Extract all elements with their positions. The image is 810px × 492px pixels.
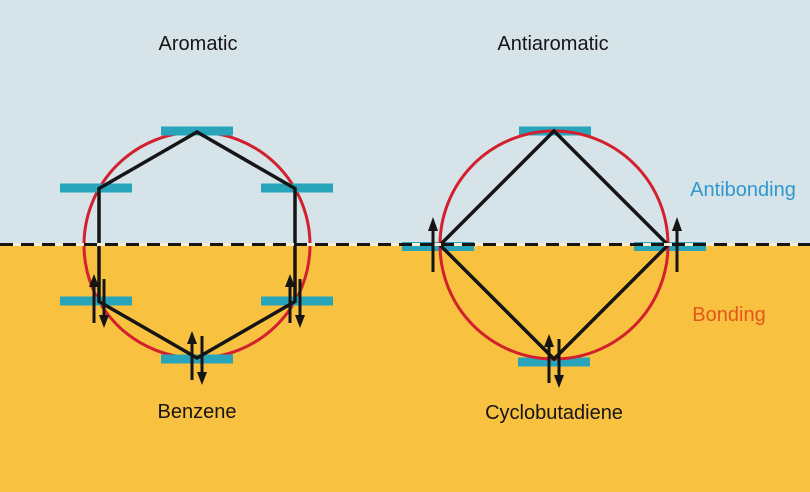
- benzene-level-lower-right: [261, 296, 333, 306]
- single-electron-cyclobutadiene-right: [672, 217, 682, 272]
- benzene-level-lower-left: [60, 296, 132, 306]
- electron-pair-benzene-lower-left: [89, 274, 109, 328]
- antibonding-region-label: Antibonding: [690, 179, 796, 201]
- bonding-region-background: [0, 244, 810, 492]
- up-arrowhead-icon: [285, 274, 295, 287]
- cyclobutadiene-level-right: [634, 242, 706, 251]
- electron-arrows: [89, 217, 682, 388]
- down-arrowhead-icon: [99, 315, 109, 328]
- up-arrowhead-icon: [89, 274, 99, 287]
- up-arrowhead-icon: [544, 334, 554, 347]
- down-arrowhead-icon: [295, 315, 305, 328]
- bonding-region-label: Bonding: [692, 304, 765, 326]
- electron-pair-benzene-lower-right: [285, 274, 305, 328]
- benzene-hexagon-edges: [97, 129, 297, 361]
- aromatic-title: Aromatic: [159, 33, 238, 55]
- benzene-label: Benzene: [158, 401, 237, 423]
- up-arrowhead-icon: [672, 217, 682, 231]
- electron-pair-benzene-bottom: [187, 331, 207, 385]
- antibonding-region-background: [0, 0, 810, 244]
- cyclobutadiene-level-bottom: [518, 357, 590, 367]
- up-arrowhead-icon: [187, 331, 197, 344]
- antiaromatic-title: Antiaromatic: [497, 33, 608, 55]
- single-electron-cyclobutadiene-left: [428, 217, 438, 272]
- cyclobutadiene-level-left: [402, 242, 474, 251]
- down-arrowhead-icon: [197, 372, 207, 385]
- benzene-level-upper-left: [60, 183, 132, 193]
- electron-pair-cyclobutadiene-bottom: [544, 334, 564, 388]
- benzene-frost-diagram: [60, 126, 333, 364]
- down-arrowhead-icon: [554, 375, 564, 388]
- benzene-level-upper-right: [261, 183, 333, 193]
- up-arrowhead-icon: [428, 217, 438, 231]
- cyclobutadiene-label: Cyclobutadiene: [485, 402, 623, 424]
- cyclobutadiene-square-edges: [437, 128, 671, 362]
